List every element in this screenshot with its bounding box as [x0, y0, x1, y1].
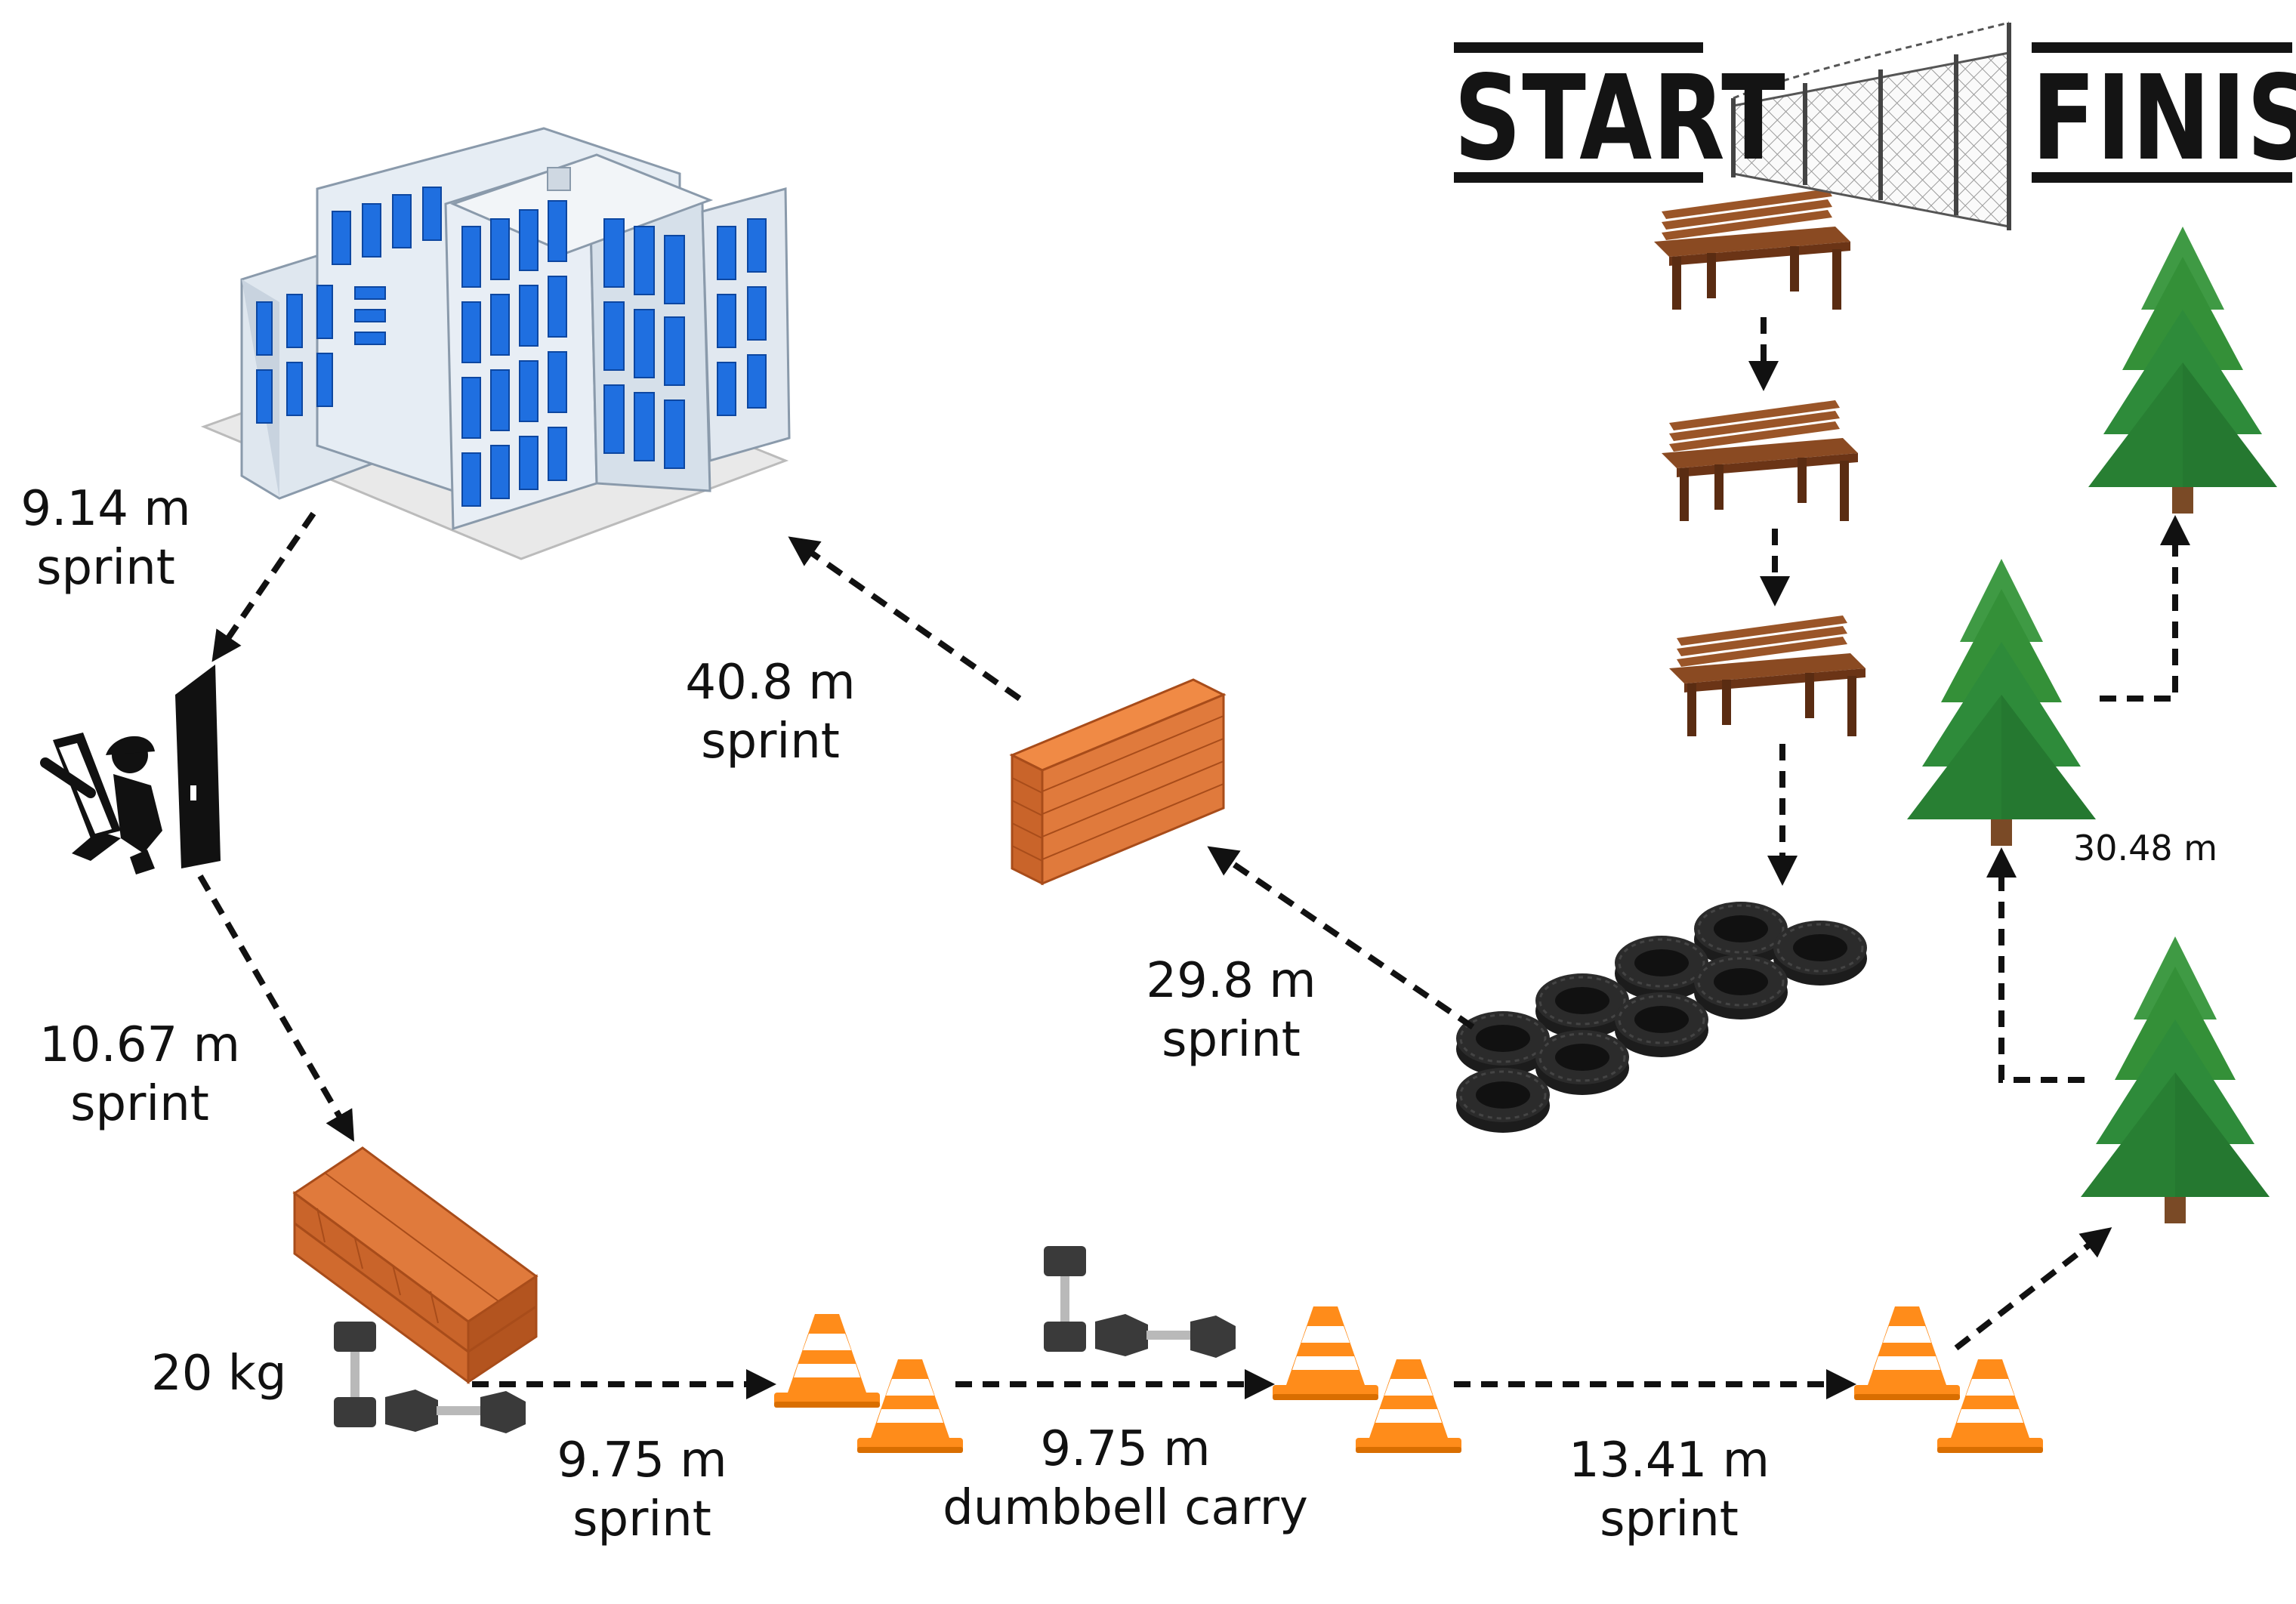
arrow-wall-to-building — [788, 536, 1022, 702]
activity: dumbbell carry — [943, 1480, 1308, 1537]
distance: 9.14 m — [20, 481, 191, 537]
soldier-with-door-icon — [40, 665, 221, 874]
segment-label-dumbbell-cones: 9.75 m sprint — [521, 1431, 763, 1549]
park-bench-icon — [1662, 400, 1858, 521]
activity: sprint — [572, 1491, 711, 1548]
start-label: START — [1454, 51, 1786, 187]
start-top-bar — [1454, 42, 1703, 53]
segment-label-door-wall: 10.67 m sprint — [8, 1016, 272, 1134]
traffic-cone-icon — [1356, 1359, 1461, 1453]
arrow-door-to-wall — [197, 874, 355, 1142]
traffic-cone-icon — [1854, 1306, 1960, 1400]
distance: 29.8 m — [1146, 953, 1316, 1009]
segment-label-dumbbell-carry: 9.75 m dumbbell carry — [884, 1420, 1367, 1538]
segment-label-cones-sprint: 13.41 m sprint — [1541, 1431, 1798, 1549]
segment-label-building-door: 9.14 m sprint — [8, 480, 204, 597]
pine-tree-icon — [1907, 559, 2096, 846]
activity: sprint — [1162, 1012, 1301, 1069]
arrow-tree-to-tree-top — [2100, 515, 2190, 702]
tire-stack-icon — [1455, 900, 1869, 1134]
traffic-cone-icon — [1937, 1359, 2043, 1453]
trees-distance-label: 30.48 m — [2073, 828, 2218, 868]
brick-wall-icon — [292, 1146, 539, 1384]
dumbbell-icon — [1044, 1246, 1236, 1358]
park-bench-icon — [1654, 189, 1850, 310]
office-building-icon — [200, 127, 791, 560]
distance: 9.75 m — [557, 1433, 727, 1488]
dumbbell-weight-label: 20 kg — [151, 1346, 287, 1402]
finish-bottom-bar — [2032, 172, 2292, 183]
finish-top-bar — [2032, 42, 2292, 53]
activity: sprint — [1600, 1491, 1739, 1548]
arrow-building-to-door — [211, 511, 316, 662]
chain-link-fence-icon — [1731, 21, 2011, 230]
traffic-cone-icon — [1273, 1306, 1378, 1400]
segment-label-wall-building: 40.8 m sprint — [650, 653, 891, 771]
pine-tree-icon — [2081, 936, 2270, 1223]
park-bench-icon — [1669, 615, 1866, 736]
segment-label-tires-wall: 29.8 m sprint — [1110, 952, 1352, 1069]
brick-wall-icon — [1009, 678, 1227, 886]
activity: sprint — [36, 540, 175, 597]
distance: 10.67 m — [39, 1017, 240, 1073]
pine-tree-icon — [2088, 227, 2277, 514]
distance: 13.41 m — [1569, 1433, 1770, 1488]
activity: sprint — [70, 1076, 209, 1133]
traffic-cone-icon — [774, 1314, 880, 1408]
activity: sprint — [701, 714, 840, 770]
arrow-tree-to-tree — [1986, 847, 2085, 1083]
distance: 9.75 m — [1040, 1421, 1211, 1477]
arrow-cones-to-tree — [1954, 1227, 2112, 1351]
route-arrows — [197, 317, 2190, 1399]
distance: 40.8 m — [685, 655, 856, 711]
start-bottom-bar — [1454, 172, 1703, 183]
finish-label: FINISH — [2032, 51, 2296, 187]
